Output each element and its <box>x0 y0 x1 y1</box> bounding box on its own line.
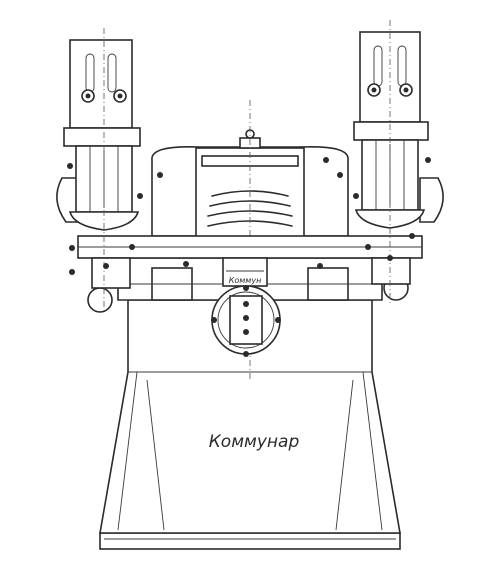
switch-box <box>211 285 281 357</box>
right-grinding-head <box>353 20 444 306</box>
nameplate: Коммун <box>222 257 268 287</box>
brand-caption: Коммунар <box>209 432 300 452</box>
motor-housing <box>151 100 349 380</box>
base-plate <box>99 532 401 550</box>
housing-fasteners <box>103 157 329 269</box>
pedestal <box>99 299 401 534</box>
arbor-shaft <box>77 235 423 259</box>
left-grinding-head <box>56 28 143 313</box>
nameplate-line-2: Коммун <box>229 276 262 285</box>
